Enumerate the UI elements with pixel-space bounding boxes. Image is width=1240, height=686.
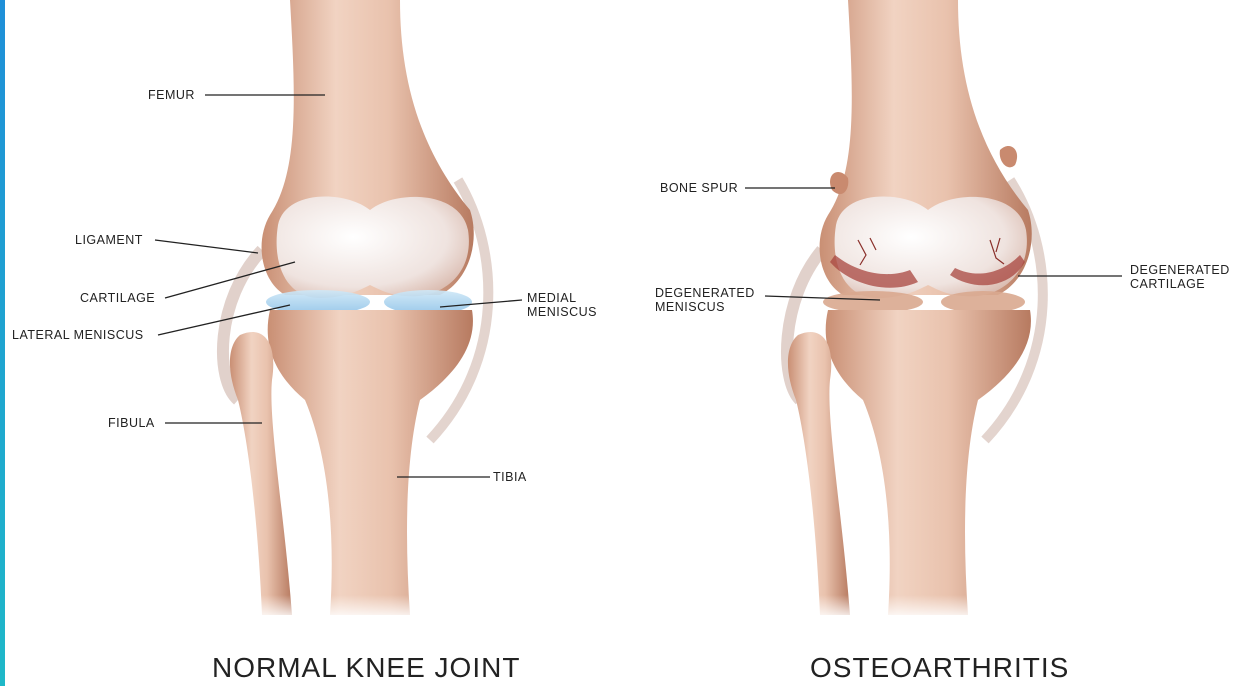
osteoarthritis-knee (760, 0, 1080, 620)
caption-osteoarthritis: OSTEOARTHRITIS (810, 652, 1069, 684)
label-fibula: FIBULA (108, 416, 155, 430)
normal-knee (200, 0, 520, 620)
label-bone-spur: BONE SPUR (660, 181, 738, 195)
label-ligament: LIGAMENT (75, 233, 143, 247)
label-cartilage: CARTILAGE (80, 291, 155, 305)
label-femur: FEMUR (148, 88, 195, 102)
caption-normal-knee-joint: NORMAL KNEE JOINT (212, 652, 520, 684)
label-lateral-meniscus: LATERAL MENISCUS (12, 328, 144, 342)
label-degenerated-meniscus: DEGENERATED MENISCUS (655, 286, 755, 314)
label-degenerated-cartilage: DEGENERATED CARTILAGE (1130, 263, 1230, 291)
degenerated-meniscus-shape (823, 291, 923, 313)
cartilage-shape (277, 196, 469, 298)
label-tibia: TIBIA (493, 470, 527, 484)
label-medial-meniscus: MEDIAL MENISCUS (527, 291, 597, 319)
